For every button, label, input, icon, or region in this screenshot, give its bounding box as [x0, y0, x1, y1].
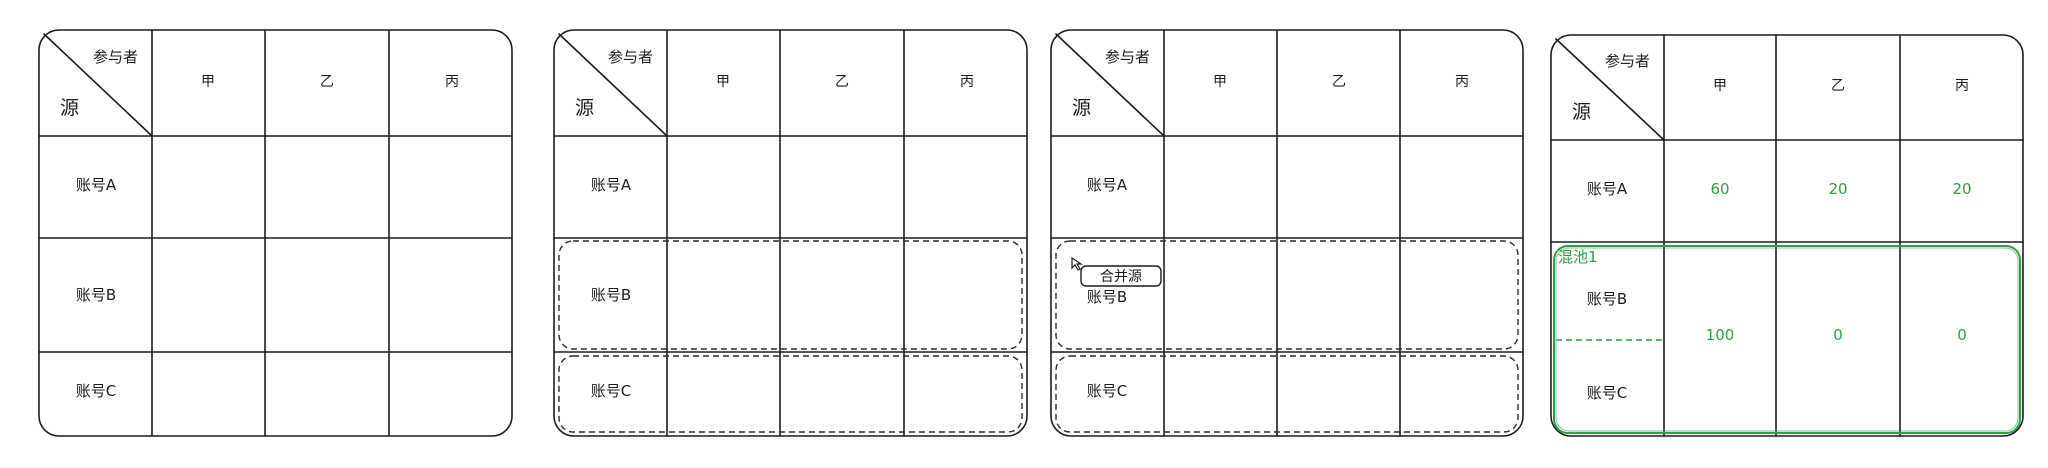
table-border — [1050, 29, 1524, 437]
header-diagonal — [43, 33, 153, 137]
value-pool-bing: 0 — [1957, 326, 1967, 344]
panel-2-selection — [558, 240, 1023, 433]
row-label-account-c: 账号C — [1587, 384, 1627, 402]
selection-row-b[interactable] — [1055, 240, 1519, 350]
merge-source-control[interactable]: 合并源 — [1071, 256, 1162, 287]
row-label-account-b: 账号B — [1087, 288, 1127, 306]
row-label-account-a: 账号A — [591, 176, 632, 194]
merge-source-button[interactable] — [1080, 265, 1162, 287]
value-account-a-bing: 20 — [1952, 180, 1971, 198]
row-label-account-a: 账号A — [1087, 176, 1128, 194]
selection-row-c[interactable] — [558, 355, 1023, 433]
row-label-account-a: 账号A — [1587, 180, 1628, 198]
column-header-bing: 丙 — [960, 74, 974, 90]
panel-2-table — [553, 29, 1028, 437]
column-header-bing: 丙 — [1955, 78, 1969, 94]
panel-3-selection — [1055, 240, 1519, 433]
panel-4-table — [1550, 34, 2024, 437]
column-header-jia: 甲 — [1713, 78, 1727, 94]
header-diagonal — [1055, 33, 1165, 137]
panel-3-table — [1050, 29, 1524, 437]
row-label-account-b: 账号B — [591, 286, 631, 304]
source-header: 源 — [1072, 97, 1091, 119]
column-header-bing: 丙 — [1455, 74, 1469, 90]
participants-header: 参与者 — [1605, 52, 1650, 70]
header-diagonal — [1555, 38, 1665, 141]
column-header-yi: 乙 — [320, 74, 334, 90]
pool-border-sketch — [1555, 247, 2019, 432]
value-account-a-jia: 60 — [1710, 180, 1729, 198]
column-header-bing: 丙 — [445, 74, 459, 90]
row-label-account-c: 账号C — [76, 382, 116, 400]
column-header-jia: 甲 — [1213, 74, 1227, 90]
value-pool-jia: 100 — [1706, 326, 1735, 344]
value-pool-yi: 0 — [1833, 326, 1843, 344]
row-label-account-c: 账号C — [591, 382, 631, 400]
participants-header: 参与者 — [1105, 48, 1150, 66]
pool-label: 混池1 — [1558, 248, 1598, 266]
column-header-jia: 甲 — [716, 74, 730, 90]
column-header-jia: 甲 — [201, 74, 215, 90]
table-border — [38, 29, 513, 437]
source-header: 源 — [1572, 101, 1591, 123]
selection-row-b[interactable] — [558, 240, 1023, 350]
row-label-account-a: 账号A — [76, 176, 117, 194]
merge-source-button-label: 合并源 — [1100, 269, 1142, 285]
row-label-account-c: 账号C — [1087, 382, 1127, 400]
source-header: 源 — [575, 97, 594, 119]
selection-row-c[interactable] — [1055, 355, 1519, 433]
row-label-account-b: 账号B — [76, 286, 116, 304]
column-header-yi: 乙 — [835, 74, 849, 90]
pool-region — [1553, 245, 2021, 434]
cursor-icon — [1071, 256, 1083, 271]
value-account-a-yi: 20 — [1828, 180, 1847, 198]
source-header: 源 — [60, 97, 79, 119]
participants-header: 参与者 — [608, 48, 653, 66]
column-header-yi: 乙 — [1332, 74, 1346, 90]
panel-1-table — [38, 29, 513, 437]
row-label-account-b: 账号B — [1587, 290, 1627, 308]
table-border — [1550, 34, 2024, 437]
pool-border[interactable] — [1553, 245, 2021, 434]
table-border — [553, 29, 1028, 437]
participants-header: 参与者 — [93, 48, 138, 66]
column-header-yi: 乙 — [1831, 78, 1845, 94]
header-diagonal — [558, 33, 668, 137]
